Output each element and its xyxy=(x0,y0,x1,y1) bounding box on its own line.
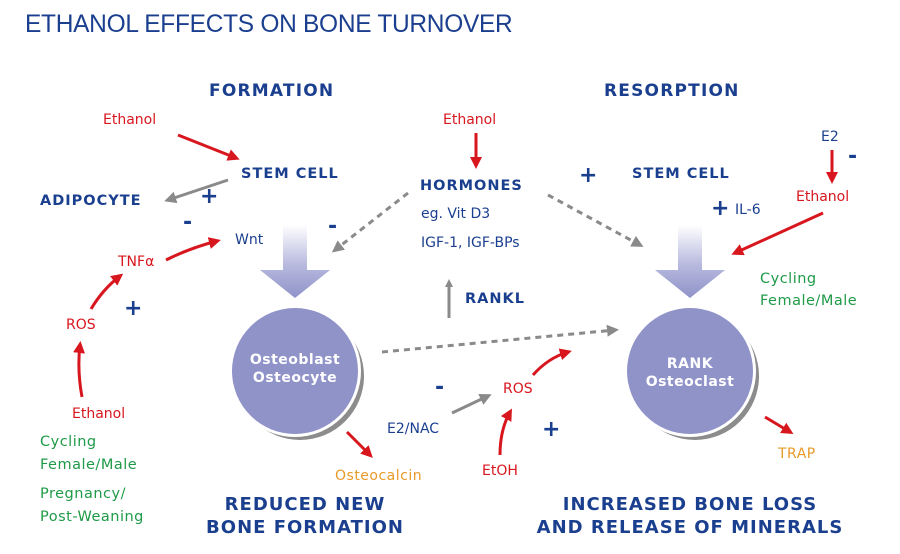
e2nac-label: E2/NAC xyxy=(387,421,440,437)
osteoblast-label-line2: Osteocyte xyxy=(252,369,338,386)
etoh-label: EtOH xyxy=(482,463,518,479)
resorption-outcome-line1: INCREASED BONE LOSS xyxy=(562,494,818,515)
resorption-header: RESORPTION xyxy=(604,81,740,101)
plus-stem-resorption-sign: + xyxy=(579,163,598,188)
formation-condition-1: Cycling xyxy=(40,434,97,450)
trap-label: TRAP xyxy=(778,446,816,462)
formation-outcome: REDUCED NEW BONE FORMATION xyxy=(190,494,420,539)
hormones-to-resorption-dashed-arrow xyxy=(547,193,644,247)
ethanol-to-stemcell-arrow xyxy=(177,133,240,161)
formation-condition-4: Post-Weaning xyxy=(40,509,144,525)
osteoclast-label-line1: RANK xyxy=(666,356,714,372)
formation-header: FORMATION xyxy=(209,81,335,101)
formation-big-arrow xyxy=(260,225,330,298)
resorption-outcome-line2: AND RELEASE OF MINERALS xyxy=(536,516,844,538)
plus-etoh-sign: + xyxy=(542,417,561,442)
formation-condition-2: Female/Male xyxy=(40,457,138,473)
hormones-to-formation-dashed-arrow xyxy=(331,191,409,253)
minus-wnt-sign: - xyxy=(183,210,193,235)
resorption-condition-2: Female/Male xyxy=(760,293,858,309)
formation-ethanol-top: Ethanol xyxy=(103,112,157,128)
page-title: ETHANOL EFFECTS ON BONE TURNOVER xyxy=(25,10,513,38)
center-ethanol: Ethanol xyxy=(443,112,497,128)
resorption-outcome: INCREASED BONE LOSS AND RELEASE OF MINER… xyxy=(520,494,860,539)
e2nac-to-ros-arrow xyxy=(451,393,492,415)
ros-to-tnf-arrow xyxy=(89,273,124,310)
plus-il6-sign: + xyxy=(711,196,730,221)
stemcell-to-adipocyte-arrow xyxy=(164,178,229,204)
plus-ros-sign: + xyxy=(124,296,143,321)
resorption-big-arrow xyxy=(655,225,725,298)
tnf-alpha-label: TNFα xyxy=(118,254,155,270)
resorption-stem-cell: STEM CELL xyxy=(632,166,730,182)
osteoclast-to-trap-arrow xyxy=(764,415,794,435)
osteoclast-cell xyxy=(627,308,753,434)
center-ros-label: ROS xyxy=(503,381,533,397)
osteoblast-to-osteoclast-dashed-arrow xyxy=(381,324,619,354)
minus-e2-sign: - xyxy=(848,144,858,169)
resorption-condition-1: Cycling xyxy=(760,271,817,287)
rankl-label: RANKL xyxy=(465,291,525,307)
formation-ethanol-bottom: Ethanol xyxy=(72,406,126,422)
ros-to-osteoclast-arrow xyxy=(531,348,572,376)
formation-ros-label: ROS xyxy=(66,317,96,333)
ethanol-to-resorption-arrow xyxy=(731,211,824,256)
plus-adipocyte-sign: + xyxy=(200,184,219,209)
tnf-to-wnt-arrow xyxy=(165,237,221,262)
wnt-label: Wnt xyxy=(235,232,264,248)
hormone-example-1: eg. Vit D3 xyxy=(421,206,491,222)
formation-stem-cell: STEM CELL xyxy=(241,166,339,182)
minus-e2nac-sign: - xyxy=(435,375,445,400)
osteoblast-label-line1: Osteoblast xyxy=(249,352,341,368)
minus-hormone-formation-sign: - xyxy=(328,214,338,239)
osteoclast-cell-label: RANK Osteoclast xyxy=(627,356,753,391)
hormones-label: HORMONES xyxy=(420,178,523,194)
osteoblast-cell-label: Osteoblast Osteocyte xyxy=(232,352,358,387)
resorption-ethanol: Ethanol xyxy=(796,189,850,205)
formation-outcome-line1: REDUCED NEW xyxy=(224,494,386,515)
osteoblast-cell xyxy=(232,308,358,434)
osteocalcin-label: Osteocalcin xyxy=(335,468,423,484)
osteoblast-to-osteocalcin-arrow xyxy=(345,430,373,458)
osteoclast-label-line2: Osteoclast xyxy=(645,373,735,390)
e2-label: E2 xyxy=(821,129,839,145)
etoh-to-ros-arrow xyxy=(498,408,512,456)
formation-outcome-line2: BONE FORMATION xyxy=(206,516,404,538)
hormone-example-2: IGF-1, IGF-BPs xyxy=(421,235,520,251)
adipocyte-label: ADIPOCYTE xyxy=(40,193,142,209)
il6-label: IL-6 xyxy=(735,202,761,218)
formation-condition-3: Pregnancy/ xyxy=(40,486,126,502)
ethanol-to-ros-arrow xyxy=(73,341,86,398)
